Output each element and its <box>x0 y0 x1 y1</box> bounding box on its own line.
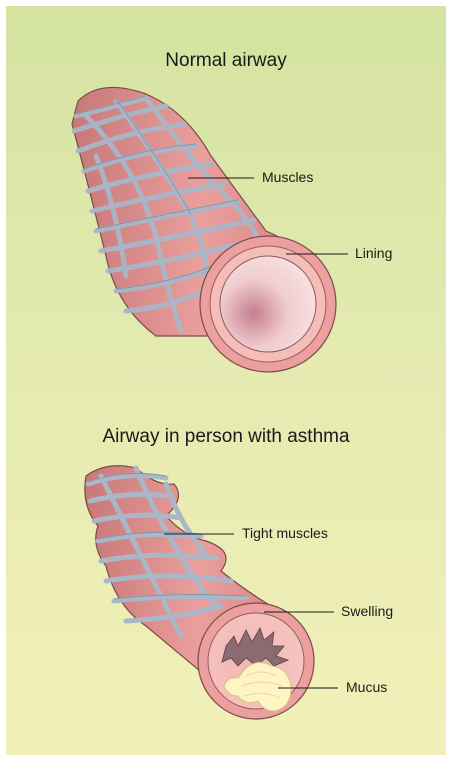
tight-muscles-label: Tight muscles <box>242 525 328 541</box>
muscles-label: Muscles <box>262 169 313 185</box>
normal-airway <box>72 87 348 372</box>
diagram-panel: Normal airway Airway in person with asth… <box>6 6 446 755</box>
lining-label: Lining <box>355 245 392 261</box>
airway-illustration <box>6 6 446 755</box>
swelling-label: Swelling <box>341 603 393 619</box>
asthma-airway <box>85 466 338 719</box>
normal-airway-lumen <box>220 256 316 352</box>
mucus-label: Mucus <box>346 679 387 695</box>
